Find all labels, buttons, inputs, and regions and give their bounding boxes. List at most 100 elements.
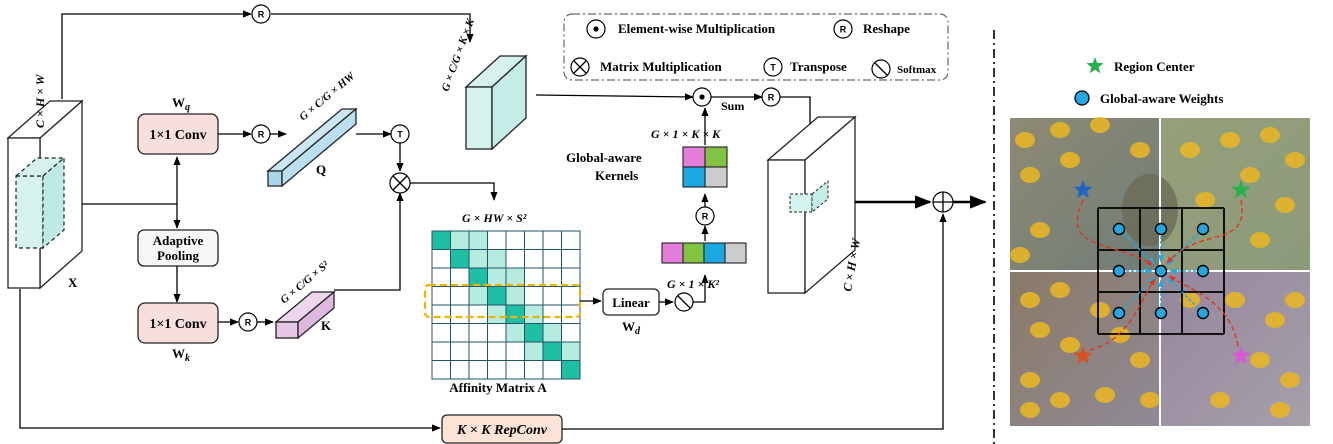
kernel-cell bbox=[704, 166, 728, 188]
legend-box: Element-wise Multiplication R Reshape Ma… bbox=[563, 13, 949, 81]
affinity-cell bbox=[450, 286, 470, 306]
svg-text:R: R bbox=[702, 212, 709, 222]
affinity-cell bbox=[468, 360, 488, 380]
svg-text:R: R bbox=[840, 25, 847, 35]
right-legend: Region Center Global-aware Weights bbox=[1074, 57, 1223, 106]
softmax-op-icon bbox=[674, 292, 694, 312]
add-op-icon bbox=[932, 191, 954, 213]
vector-cell bbox=[661, 242, 684, 264]
repconv-label: K × K RepConv bbox=[456, 423, 548, 438]
svg-text:Adaptive: Adaptive bbox=[153, 233, 204, 248]
affinity-cell bbox=[487, 267, 507, 287]
kernels-label-2: Kernels bbox=[595, 168, 638, 183]
affinity-cell bbox=[542, 323, 562, 343]
q-label: Q bbox=[316, 162, 326, 177]
global-aware-weight-grid bbox=[1073, 180, 1251, 365]
reshape-kernel-icon: R bbox=[695, 206, 715, 226]
affinity-cell bbox=[450, 341, 470, 361]
linear-label: Linear bbox=[612, 295, 650, 310]
affinity-cell bbox=[561, 230, 581, 250]
top-cube-to-mult bbox=[535, 93, 694, 101]
affinity-cell bbox=[431, 360, 451, 380]
svg-text:T: T bbox=[397, 130, 403, 140]
vector-cell bbox=[682, 242, 705, 264]
svg-text:R: R bbox=[768, 93, 775, 103]
vector-cell bbox=[724, 242, 747, 264]
legend-element-wise: Element-wise Multiplication bbox=[618, 21, 776, 36]
wk-label: Wk bbox=[172, 346, 190, 364]
affinity-cell bbox=[542, 360, 562, 380]
affinity-cell bbox=[524, 230, 544, 250]
transpose-op-icon: T bbox=[390, 124, 410, 144]
affinity-cell bbox=[505, 304, 525, 324]
affinity-cell bbox=[524, 249, 544, 269]
affinity-cell bbox=[561, 304, 581, 324]
weight-dot bbox=[1112, 306, 1126, 320]
element-wise-icon bbox=[586, 19, 606, 39]
legend-softmax: Softmax bbox=[897, 64, 937, 76]
repconv-to-add bbox=[562, 213, 947, 430]
kernel-vector bbox=[661, 242, 747, 264]
weight-dot bbox=[1154, 264, 1168, 278]
global-weights-label: Global-aware Weights bbox=[1100, 91, 1223, 106]
affinity-cell bbox=[561, 267, 581, 287]
svg-text:Pooling: Pooling bbox=[157, 248, 199, 263]
affinity-cell bbox=[450, 267, 470, 287]
affinity-cell bbox=[524, 341, 544, 361]
affinity-cell bbox=[542, 341, 562, 361]
affinity-cell bbox=[450, 304, 470, 324]
affinity-cell bbox=[542, 286, 562, 306]
affinity-cell bbox=[468, 286, 488, 306]
affinity-cell bbox=[431, 341, 451, 361]
kernel-cell bbox=[682, 146, 706, 168]
k-to-matmul bbox=[334, 192, 404, 291]
affinity-cell bbox=[505, 249, 525, 269]
affinity-cell bbox=[487, 286, 507, 306]
matrix-mult-icon bbox=[570, 57, 590, 77]
affinity-cell bbox=[524, 304, 544, 324]
weight-dot bbox=[1196, 306, 1210, 320]
kernel-cell bbox=[704, 146, 728, 168]
affinity-cell bbox=[431, 230, 451, 250]
top-skip-line bbox=[61, 10, 252, 99]
kernel-shape-label: G × 1 × K × K bbox=[651, 127, 721, 141]
top-kernel-tensor bbox=[464, 54, 528, 151]
adaptive-pooling-box: Adaptive Pooling bbox=[137, 229, 219, 267]
q-tensor bbox=[266, 107, 358, 188]
affinity-cell bbox=[561, 341, 581, 361]
legend-matrix-mult: Matrix Multiplication bbox=[600, 59, 722, 74]
affinity-cell bbox=[487, 249, 507, 269]
repconv-box: K × K RepConv bbox=[441, 414, 563, 444]
x-shape-label: C × H × W bbox=[33, 73, 47, 128]
affinity-cell bbox=[505, 360, 525, 380]
affinity-label: Affinity Matrix A bbox=[449, 380, 547, 395]
region-center-star-icon bbox=[1073, 346, 1093, 365]
affinity-cell bbox=[561, 323, 581, 343]
region-center-star-icon bbox=[1231, 180, 1251, 199]
affinity-cell bbox=[524, 267, 544, 287]
affinity-cell bbox=[468, 230, 488, 250]
legend-transpose: Transpose bbox=[790, 59, 847, 74]
transpose-icon: T bbox=[763, 57, 783, 77]
affinity-cell bbox=[561, 249, 581, 269]
global-aware-kernels bbox=[682, 146, 728, 188]
affinity-cell bbox=[505, 267, 525, 287]
affinity-cell bbox=[431, 323, 451, 343]
svg-text:R: R bbox=[245, 318, 252, 328]
k-tensor bbox=[274, 290, 336, 340]
affinity-cell bbox=[468, 341, 488, 361]
affinity-matrix bbox=[431, 230, 581, 380]
conv-k-label: 1×1 Conv bbox=[149, 317, 206, 332]
affinity-cell bbox=[431, 304, 451, 324]
reshape-k-icon: R bbox=[238, 312, 258, 332]
reshape-icon: R bbox=[833, 19, 853, 39]
linear-box: Linear bbox=[602, 288, 660, 316]
affinity-cell bbox=[505, 230, 525, 250]
global-weight-dot-icon bbox=[1074, 90, 1090, 106]
affinity-cell bbox=[542, 230, 562, 250]
reshape-q-icon: R bbox=[251, 124, 271, 144]
conv-q-label: 1×1 Conv bbox=[149, 128, 206, 143]
region-center-label: Region Center bbox=[1114, 59, 1195, 74]
kernels-label-1: Global-aware bbox=[566, 150, 642, 165]
